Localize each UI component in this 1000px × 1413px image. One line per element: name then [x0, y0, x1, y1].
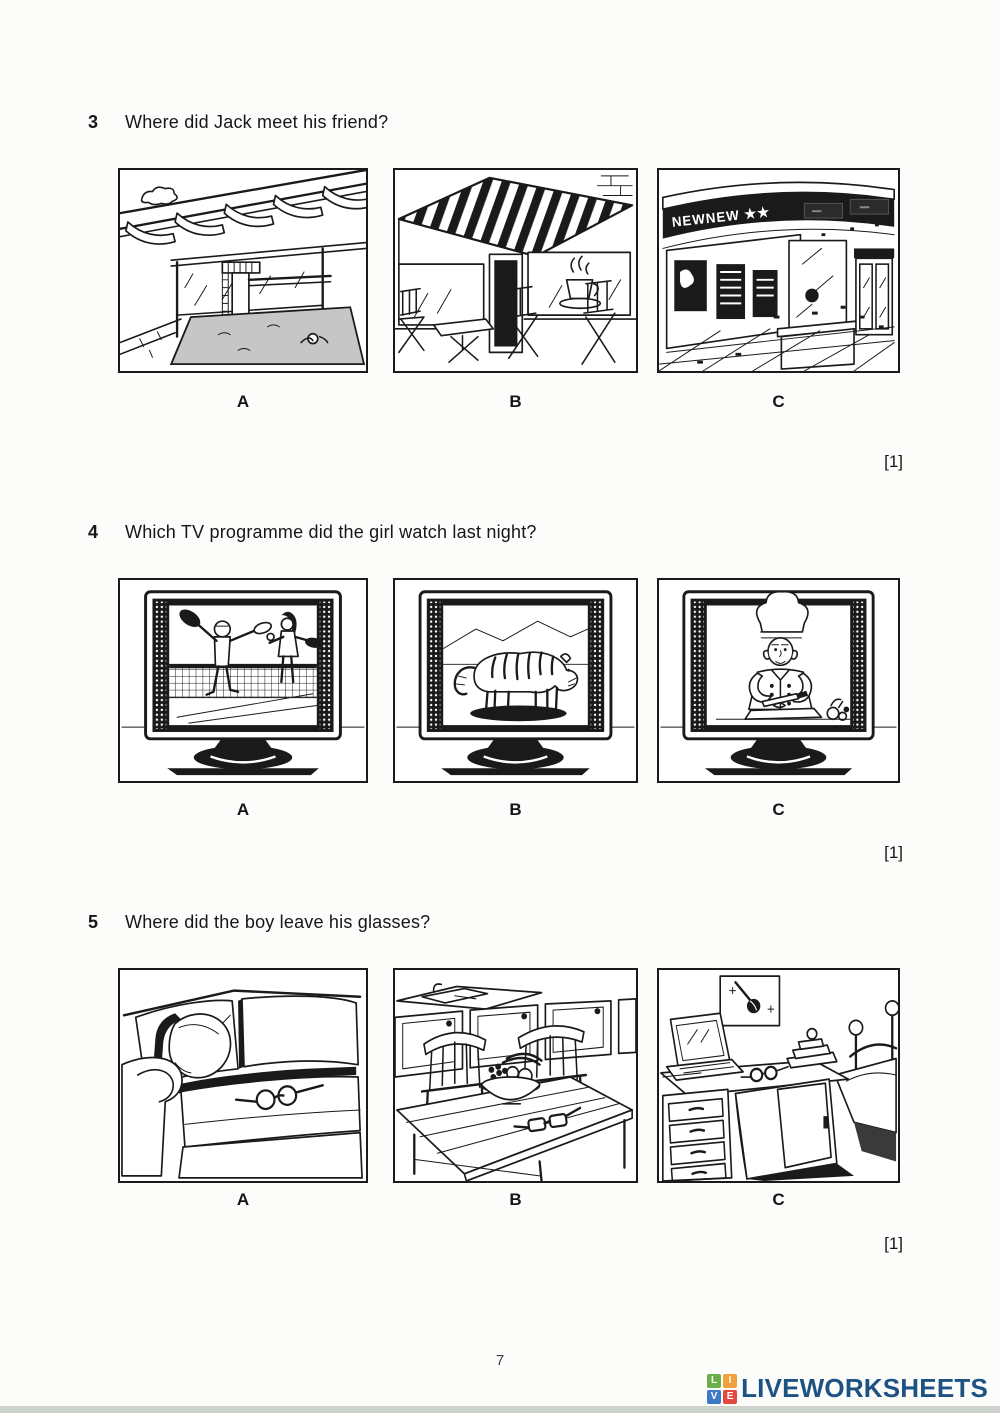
option-label-c: C — [772, 392, 785, 411]
option-image-tv-tennis[interactable] — [118, 578, 368, 783]
question-text: Which TV programme did the girl watch la… — [125, 522, 537, 542]
option-labels-row: A B C — [118, 392, 900, 412]
question-header: 4 Which TV programme did the girl watch … — [88, 522, 537, 543]
option-label-b: B — [509, 1190, 522, 1209]
option-label-a: A — [236, 392, 250, 411]
liveworksheets-logo[interactable]: L I V E LIVEWORKSHEETS — [707, 1373, 988, 1404]
option-label-b: B — [509, 800, 522, 819]
question-number: 5 — [88, 912, 99, 932]
cafe-illustration — [395, 175, 636, 365]
option-image-kitchen[interactable] — [393, 968, 638, 1183]
option-label-a: A — [236, 800, 250, 819]
marks-badge: [1] — [884, 1234, 903, 1253]
logo-tile-e: E — [723, 1389, 738, 1404]
logo-tile-i: I — [723, 1373, 738, 1388]
cinema-illustration: NEWNEW ★★ — [659, 181, 895, 371]
option-labels-row: A B C — [118, 800, 900, 820]
question-number: 4 — [88, 522, 99, 542]
logo-wordmark: LIVEWORKSHEETS — [741, 1373, 988, 1403]
option-image-sofa[interactable] — [118, 968, 368, 1183]
option-label-a: A — [236, 1190, 250, 1209]
tv-chef-illustration — [660, 590, 897, 776]
logo-tile-l: L — [707, 1373, 722, 1388]
question-text: Where did the boy leave his glasses? — [125, 912, 431, 932]
marks-badge: [1] — [884, 452, 903, 471]
option-image-swimming-pool[interactable] — [118, 168, 368, 373]
sofa-illustration — [121, 989, 363, 1179]
tv-tennis-illustration — [121, 590, 365, 776]
liveworksheets-logo-icon: L I V E — [707, 1373, 738, 1404]
bedroom-illustration — [660, 975, 898, 1181]
tv-tiger-illustration — [396, 590, 635, 776]
option-label-c: C — [772, 800, 785, 819]
option-image-tv-chef[interactable] — [657, 578, 900, 783]
option-labels-row: A B C — [118, 1190, 900, 1210]
logo-tile-v: V — [707, 1389, 722, 1404]
page-number: 7 — [495, 1352, 505, 1369]
question-text: Where did Jack meet his friend? — [125, 112, 389, 132]
options-row: NEWNEW ★★ — [118, 168, 900, 373]
question-header: 5 Where did the boy leave his glasses? — [88, 912, 430, 933]
kitchen-illustration — [395, 983, 636, 1181]
question-header: 3 Where did Jack meet his friend? — [88, 112, 388, 133]
option-label-b: B — [509, 392, 522, 411]
page-edge-strip — [0, 1406, 1000, 1413]
option-label-c: C — [772, 1190, 785, 1209]
question-number: 3 — [88, 112, 99, 132]
options-row — [118, 968, 900, 1183]
options-row — [118, 578, 900, 783]
option-image-cinema[interactable]: NEWNEW ★★ — [657, 168, 900, 373]
swimming-pool-illustration — [120, 170, 366, 366]
option-image-cafe[interactable] — [393, 168, 638, 373]
option-image-bedroom[interactable] — [657, 968, 900, 1183]
option-image-tv-tiger[interactable] — [393, 578, 638, 783]
marks-badge: [1] — [884, 843, 903, 862]
